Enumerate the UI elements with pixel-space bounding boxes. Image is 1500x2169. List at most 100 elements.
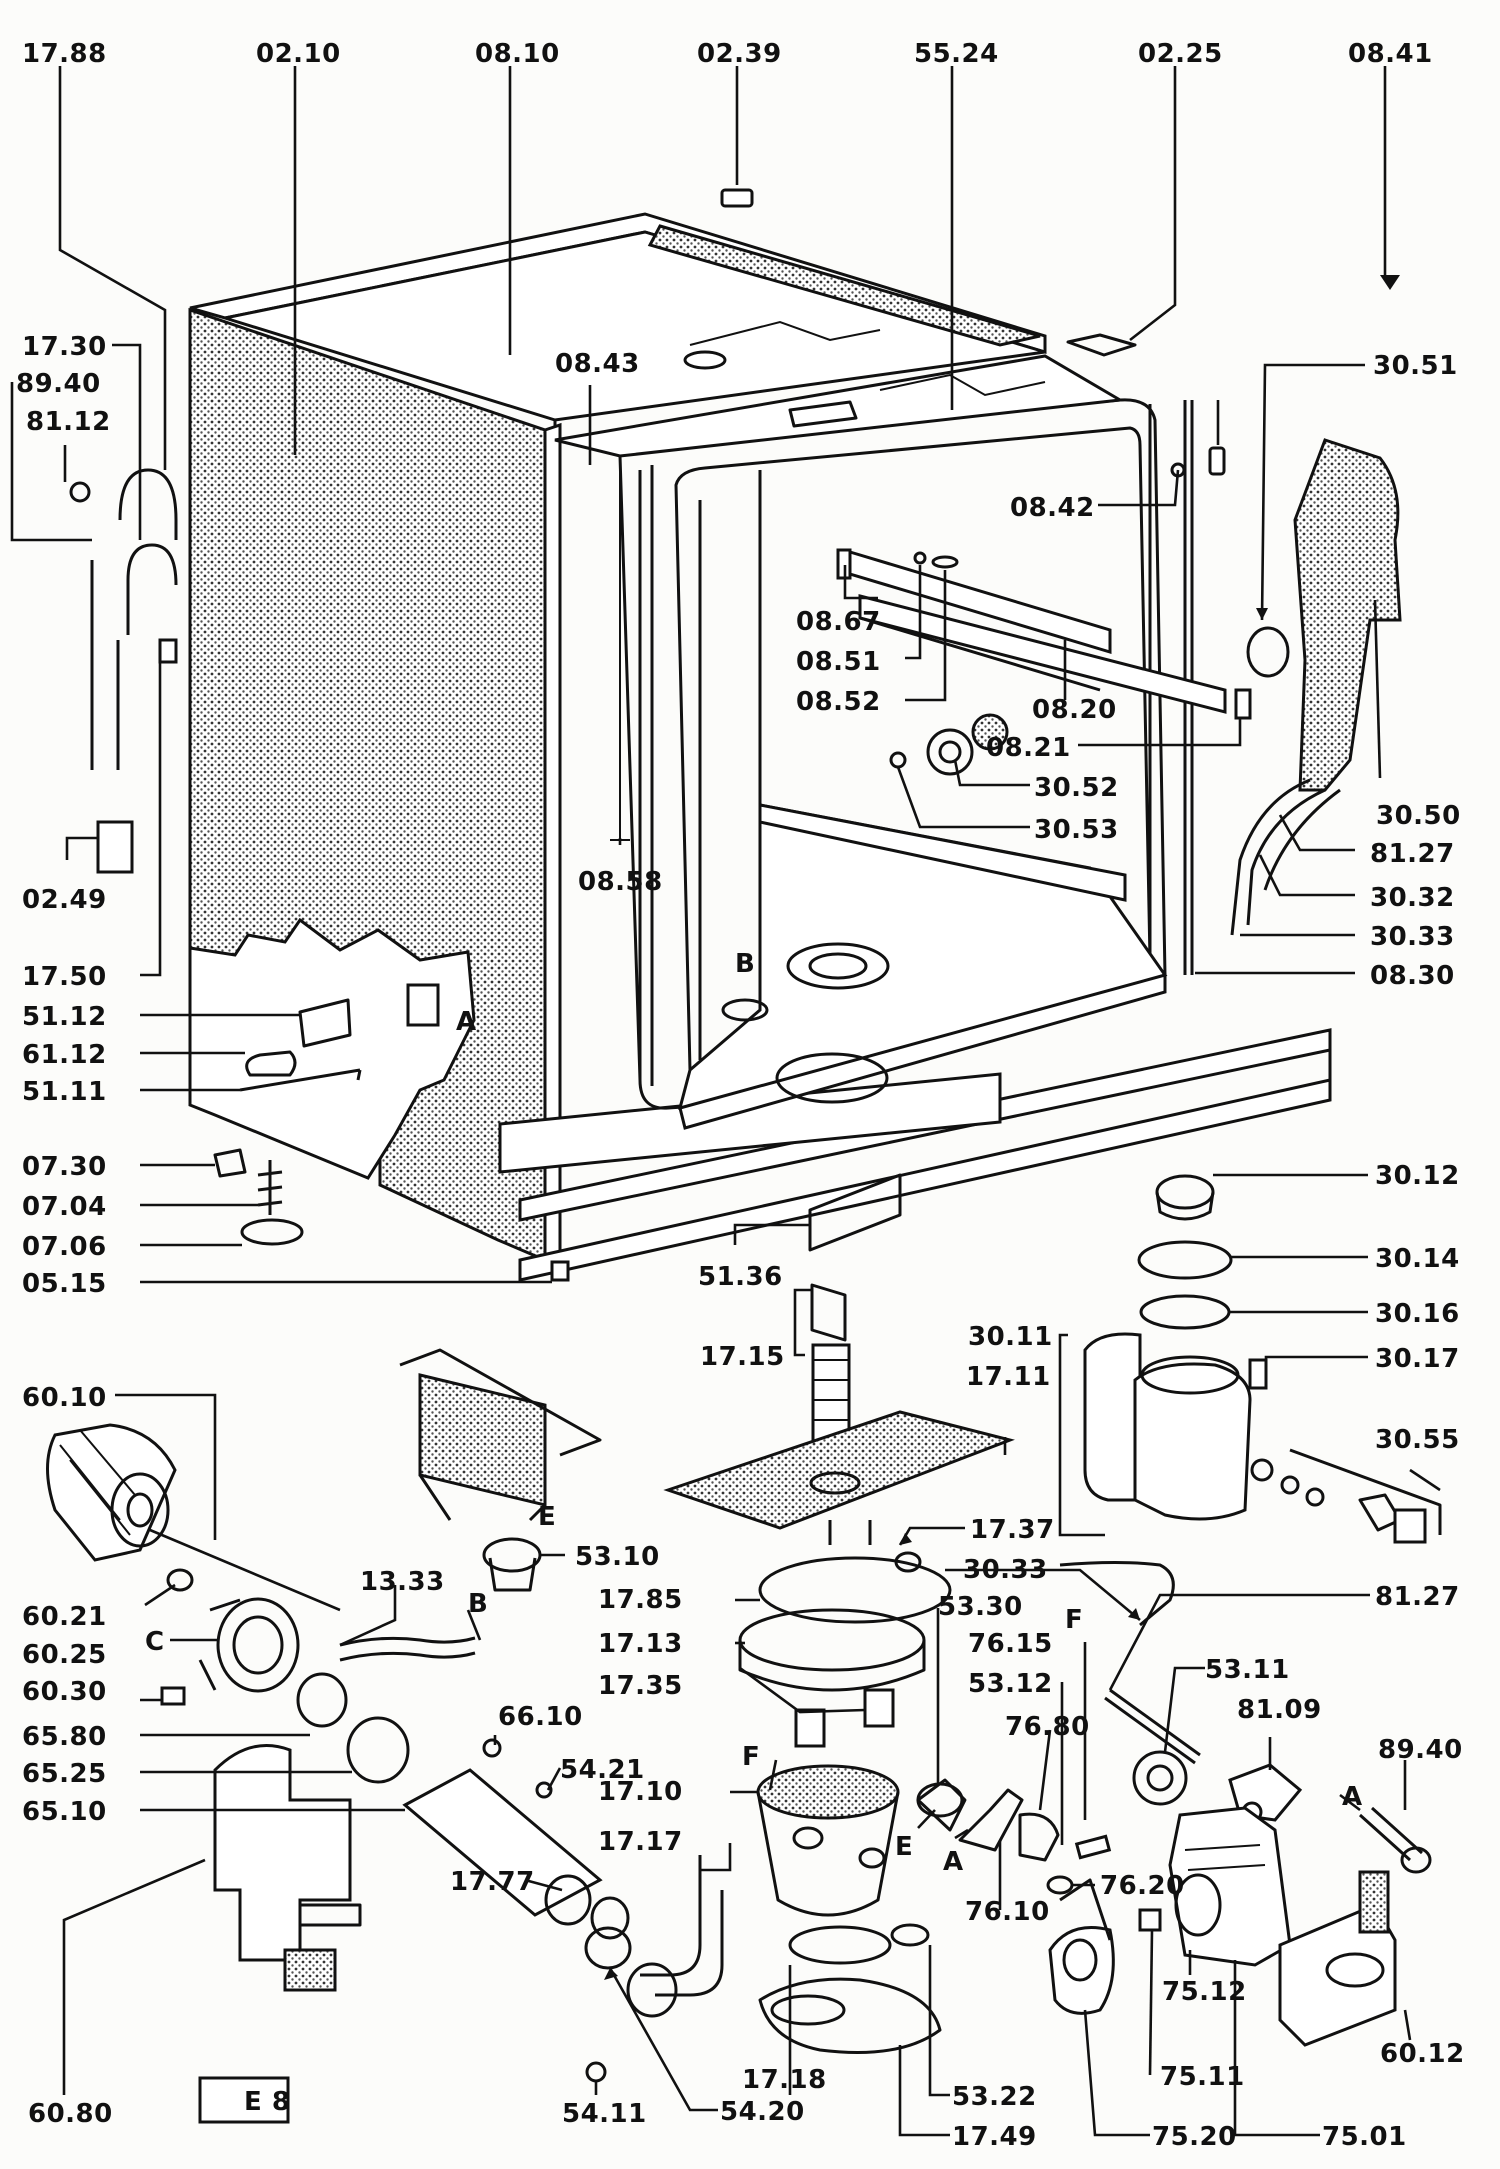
part-54-20	[584, 1926, 632, 1970]
callout-A-drain: A	[943, 1847, 964, 1877]
part-17-15	[810, 1283, 847, 1342]
callout-65-10: 65.10	[22, 1797, 107, 1827]
callout-54-11: 54.11	[562, 2099, 647, 2129]
arrowheads	[604, 275, 1400, 1980]
callout-60-25: 60.25	[22, 1640, 107, 1670]
part-07-04	[257, 1160, 283, 1215]
callout-81-09: 81.09	[1237, 1695, 1322, 1725]
part-61-12	[245, 1050, 297, 1077]
callout-05-15: 05.15	[22, 1269, 107, 1299]
callout-B-hose: B	[468, 1589, 488, 1619]
part-17-11	[663, 1410, 1015, 1530]
part-08-21	[1234, 688, 1252, 720]
part-02-49	[96, 820, 134, 874]
callout-54-21: 54.21	[560, 1755, 645, 1785]
sump-assembly	[399, 1283, 1015, 2083]
callout-76-80: 76.80	[1005, 1712, 1090, 1742]
callout-C: C	[145, 1627, 165, 1657]
part-75-01	[1168, 1806, 1292, 1967]
part-17-77	[626, 1962, 678, 2018]
part-02-39	[720, 188, 754, 208]
callout-53-30: 53.30	[938, 1592, 1023, 1622]
callout-30-11: 30.11	[968, 1322, 1053, 1352]
part-30-52	[926, 728, 974, 776]
callout-30-16: 30.16	[1375, 1299, 1460, 1329]
inner-tub	[554, 320, 1227, 1130]
callout-F-hose: F	[1065, 1605, 1083, 1635]
part-30-32	[1230, 778, 1311, 936]
softener-group	[1059, 1174, 1442, 1627]
part-65-10	[402, 1768, 603, 1917]
callout-60-80: 60.80	[28, 2099, 113, 2129]
callout-30-33-upper: 30.33	[1370, 922, 1455, 952]
callout-76-15: 76.15	[968, 1629, 1053, 1659]
callout-17-15: 17.15	[700, 1342, 785, 1372]
part-51-11	[239, 1068, 362, 1092]
callout-81-27-lower: 81.27	[1375, 1582, 1460, 1612]
cabinet-small-parts	[69, 188, 1252, 1282]
callout-75-12: 75.12	[1162, 1977, 1247, 2007]
motor-group	[46, 1423, 630, 1992]
callout-75-11: 75.11	[1160, 2062, 1245, 2092]
part-65-80	[296, 1672, 348, 1728]
callout-76-20: 76.20	[1100, 1871, 1185, 1901]
callout-17-88: 17.88	[22, 39, 107, 69]
right-side-parts	[1230, 438, 1402, 936]
part-53-22	[890, 1923, 930, 1947]
part-60-80	[213, 1744, 352, 1962]
callout-30-53: 30.53	[1034, 815, 1119, 845]
part-07-30	[213, 1148, 247, 1178]
callout-30-14: 30.14	[1375, 1244, 1460, 1274]
part-81-27-lower	[1104, 1688, 1201, 1765]
callout-60-12: 60.12	[1380, 2039, 1465, 2069]
part-53-30	[916, 1778, 967, 1832]
callout-53-12: 53.12	[968, 1669, 1053, 1699]
part-30-11	[1083, 1332, 1142, 1502]
callout-17-35: 17.35	[598, 1671, 683, 1701]
callout-30-52: 30.52	[1034, 773, 1119, 803]
part-08-51	[913, 551, 927, 565]
part-30-55	[1280, 1475, 1300, 1495]
callout-08-43: 08.43	[555, 349, 640, 379]
callout-B-tub: B	[735, 949, 755, 979]
callout-07-06: 07.06	[22, 1232, 107, 1262]
part-60-25	[216, 1597, 300, 1693]
callout-65-25: 65.25	[22, 1759, 107, 1789]
callout-51-11: 51.11	[22, 1077, 107, 1107]
callout-08-10: 08.10	[475, 39, 560, 69]
callout-61-12: 61.12	[22, 1040, 107, 1070]
callout-51-12: 51.12	[22, 1002, 107, 1032]
callout-08-41: 08.41	[1348, 39, 1433, 69]
callout-08-58: 08.58	[578, 867, 663, 897]
callout-75-01: 75.01	[1322, 2122, 1407, 2152]
callout-30-50: 30.50	[1376, 801, 1461, 831]
callout-81-12: 81.12	[26, 407, 111, 437]
part-89-40-right	[1358, 1806, 1424, 1862]
callout-02-49: 02.49	[22, 885, 107, 915]
part-02-25	[1066, 333, 1137, 357]
callout-08-52: 08.52	[796, 687, 881, 717]
part-17-30	[126, 543, 178, 635]
part-13-33	[339, 1636, 476, 1647]
callout-89-40-left: 89.40	[16, 369, 101, 399]
callout-08-67: 08.67	[796, 607, 881, 637]
callout-60-10: 60.10	[22, 1383, 107, 1413]
part-08-52	[931, 555, 959, 569]
badge-label: E 8	[244, 2087, 290, 2117]
callout-30-33-lower: 30.33	[963, 1555, 1048, 1585]
callout-E-sump: E	[895, 1832, 913, 1862]
callout-17-49: 17.49	[952, 2122, 1037, 2152]
callout-60-21: 60.21	[22, 1602, 107, 1632]
callout-81-27-upper: 81.27	[1370, 839, 1455, 869]
part-81-12	[69, 481, 91, 503]
callout-07-30: 07.30	[22, 1152, 107, 1182]
part-07-06	[240, 1218, 304, 1246]
callout-30-12: 30.12	[1375, 1161, 1460, 1191]
callout-30-55: 30.55	[1375, 1425, 1460, 1455]
part-51-36	[808, 1173, 902, 1252]
part-75-11	[1138, 1908, 1162, 1932]
callout-17-77: 17.77	[450, 1867, 535, 1897]
